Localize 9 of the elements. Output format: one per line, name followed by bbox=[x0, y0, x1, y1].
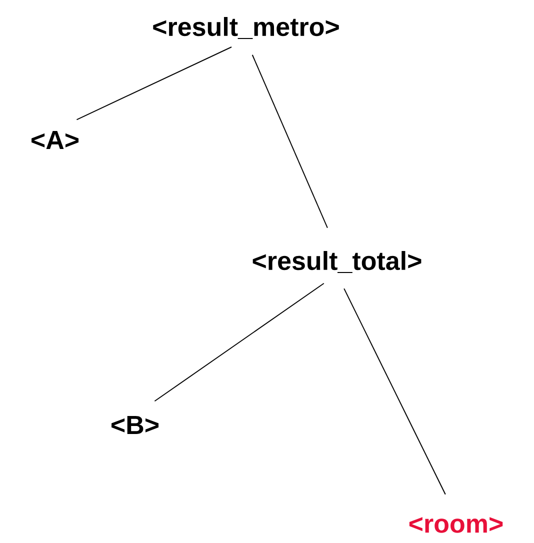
tree-node-label: <result_total> bbox=[252, 251, 422, 273]
tree-branch-line bbox=[252, 54, 328, 228]
tree-node-label: <result_metro> bbox=[153, 17, 339, 39]
tree-branch-line bbox=[344, 288, 446, 495]
tree-node-label: <room> bbox=[409, 517, 503, 533]
tree-branch-line bbox=[76, 46, 232, 120]
tree-node-label: <A> bbox=[32, 131, 79, 149]
tree-node-label: <B> bbox=[112, 416, 159, 434]
tree-branch-line bbox=[154, 282, 324, 402]
